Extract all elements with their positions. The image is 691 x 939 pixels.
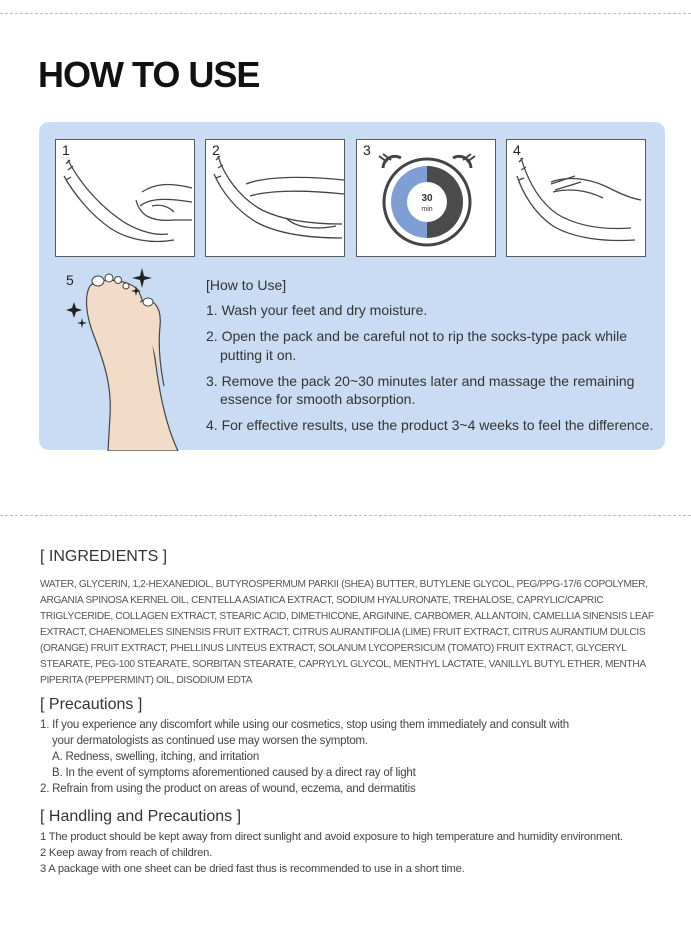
step-3-panel: 3 30 min <box>356 139 496 257</box>
how-to-step-3: 3. Remove the pack 20~30 minutes later a… <box>206 372 653 410</box>
step-text: 1. Wash your feet and dry moisture. <box>206 301 428 318</box>
step-text: 2. Open the pack and be careful not to r… <box>206 327 628 344</box>
step-number: 1 <box>62 142 70 158</box>
step-text-cont: putting it on. <box>220 346 297 363</box>
precautions-heading: [ Precautions ] <box>40 696 143 713</box>
handling-heading: [ Handling and Precautions ] <box>40 808 242 825</box>
precaution-item: 2. Refrain from using the product on are… <box>40 783 416 795</box>
precautions-list: 1. If you experience any discomfort whil… <box>40 717 569 797</box>
step-text: 4. For effective results, use the produc… <box>206 417 654 434</box>
clock-unit: min <box>421 206 432 213</box>
step-number: 4 <box>513 142 521 158</box>
step-number: 3 <box>363 142 371 158</box>
middle-divider <box>0 515 691 516</box>
how-to-step-1: 1. Wash your feet and dry moisture. <box>206 301 653 320</box>
step-text: 3. Remove the pack 20~30 minutes later a… <box>206 372 635 389</box>
smooth-foot-icon <box>66 268 179 452</box>
how-to-step-2: 2. Open the pack and be careful not to r… <box>206 327 653 365</box>
step-2-panel: 2 <box>205 139 345 257</box>
top-divider <box>0 13 691 14</box>
precaution-subitem: A. Redness, swelling, itching, and irrit… <box>52 751 260 763</box>
page-title: HOW TO USE <box>38 54 260 95</box>
step-5-illustration: 5 <box>60 266 180 452</box>
clock-text: 30 <box>421 193 433 204</box>
ingredients-text: WATER, GLYCERIN, 1,2-HEXANEDIOL, BUTYROS… <box>40 579 654 686</box>
how-to-step-4: 4. For effective results, use the produc… <box>206 416 653 435</box>
step-number: 5 <box>66 272 74 288</box>
step-text-cont: essence for smooth absorption. <box>220 391 416 408</box>
ingredients-heading: [ INGREDIENTS ] <box>40 548 168 565</box>
precaution-subitem: B. In the event of symptoms aforemention… <box>52 767 416 779</box>
handling-item: 2 Keep away from reach of children. <box>40 847 213 859</box>
handling-item: 3 A package with one sheet can be dried … <box>40 863 465 875</box>
step-4-panel: 4 <box>506 139 646 257</box>
foot-socks-pull-icon <box>213 155 345 239</box>
step-1-panel: 1 <box>55 139 195 257</box>
step-number: 2 <box>212 142 220 158</box>
how-to-heading: [How to Use] <box>206 277 287 293</box>
foot-massage-icon <box>516 157 642 242</box>
alarm-clock-icon: 30 min <box>378 153 476 247</box>
precaution-item-cont: your dermatologists as continued use may… <box>52 735 368 747</box>
foot-socks-on-icon <box>63 159 193 243</box>
how-to-use-text: [How to Use] 1. Wash your feet and dry m… <box>206 276 653 442</box>
handling-item: 1 The product should be kept away from d… <box>40 831 623 843</box>
handling-list: 1 The product should be kept away from d… <box>40 829 623 877</box>
precaution-item: 1. If you experience any discomfort whil… <box>40 719 569 731</box>
